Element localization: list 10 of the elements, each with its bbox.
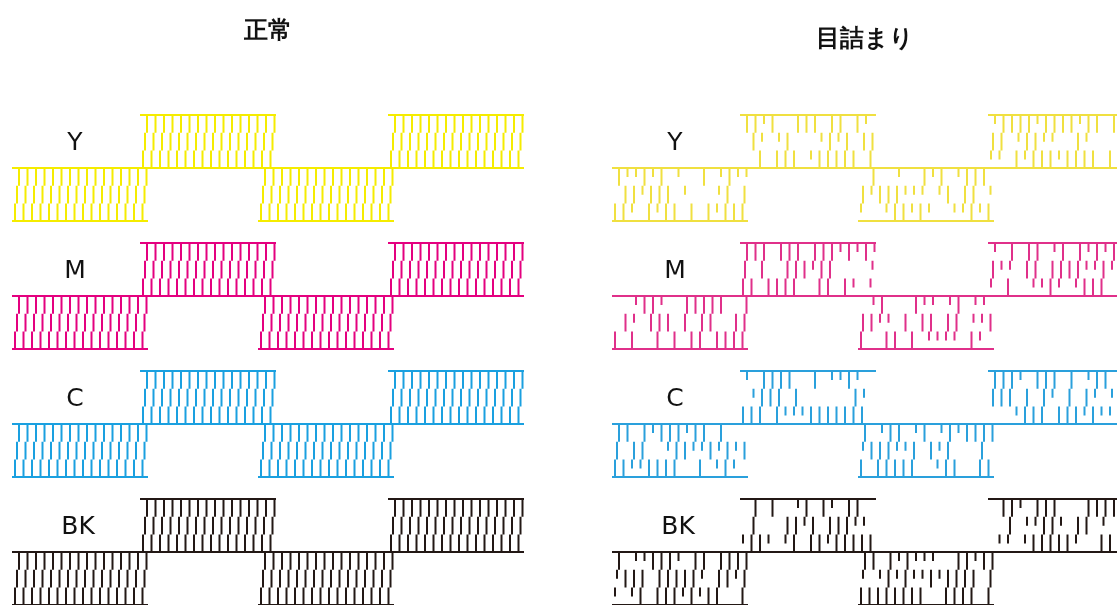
color-label: C (666, 382, 684, 412)
color-label: M (664, 254, 686, 284)
color-label: M (64, 254, 86, 284)
color-label: BK (661, 510, 695, 540)
color-label: Y (667, 126, 683, 156)
color-label: C (66, 382, 84, 412)
heading: 目詰まり (816, 23, 914, 54)
color-label: Y (67, 126, 83, 156)
heading: 正常 (244, 15, 292, 46)
color-label: BK (61, 510, 95, 540)
